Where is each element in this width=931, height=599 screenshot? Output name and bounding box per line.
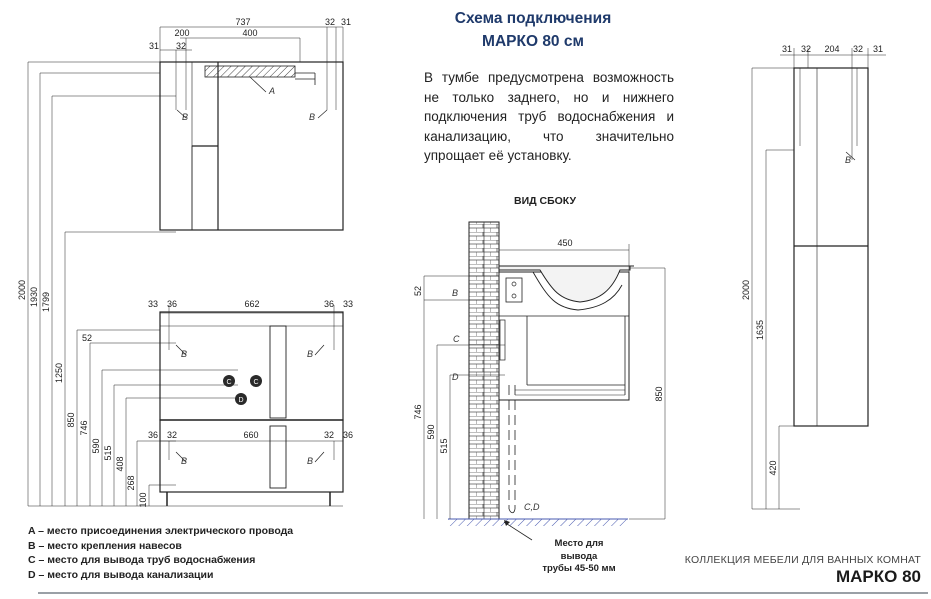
side-label-d: D [452,372,459,382]
dim-mid-36-right: 36 [324,299,334,309]
mounting-bracket [505,277,523,303]
dim-side-746: 746 [413,404,423,419]
dim-mid-36-left: 36 [167,299,177,309]
tall-dim-2000: 2000 [741,280,751,300]
tall-label-b: B [845,155,851,165]
pipe-note-line2: вывода [560,550,598,562]
dim-h-2000: 2000 [17,280,27,300]
dim-h-1250: 1250 [54,363,64,383]
dim-top-31-left: 31 [149,41,159,51]
side-label-b: B [452,288,458,298]
front-connection-points: C C D [223,375,262,405]
dim-h-408: 408 [115,456,125,471]
legend-item-a: A – место присоединения электрического п… [28,525,294,537]
dim-h-515: 515 [103,445,113,460]
tall-dim-31-left: 31 [782,44,792,54]
tall-cabinet-body [793,67,869,427]
water-outlet-c-left [223,375,235,387]
side-view [423,221,666,541]
dim-low-36-left: 36 [148,430,158,440]
dim-h-850: 850 [66,412,76,427]
label-b-mid-right: B [307,349,313,359]
dim-52: 52 [82,333,92,343]
dim-h-746: 746 [79,420,89,435]
dim-side-52: 52 [413,286,423,296]
dim-top-32-left: 32 [176,41,186,51]
legend-item-d: D – место для вывода канализации [28,568,214,581]
label-c-right: C [253,379,258,386]
dim-660: 660 [243,430,258,440]
side-dimensions: 450 52 746 590 515 850 B C D C,D [413,238,664,512]
label-a: A [268,86,275,96]
label-b-low-right: B [307,456,313,466]
dim-top-32-right: 32 [325,17,335,27]
side-label-c: C [453,334,460,344]
legend-item-c: C – место для вывода труб водоснабжения [28,554,256,566]
label-b-low-left: B [181,456,187,466]
legend: A – место присоединения электрического п… [28,524,293,582]
tall-dim-32-left: 32 [801,44,811,54]
tall-dim-32-right: 32 [853,44,863,54]
tall-dim-1635: 1635 [755,320,765,340]
diagram-title-line2: МАРКО 80 см [482,33,584,50]
label-b-mid-left: B [181,349,187,359]
dim-h-1930: 1930 [29,287,39,307]
dim-662: 662 [244,299,259,309]
tall-dimensions: 31 32 204 32 31 2000 1635 420 B [741,44,883,476]
electrical-connection-block [204,65,296,78]
diagram-title-line1: Схема подключения [455,10,612,27]
dim-h-1799: 1799 [41,292,51,312]
front-dimensions: 737 32 31 200 400 31 32 33 36 662 36 33 … [17,17,353,508]
model-name: МАРКО 80 [835,567,921,586]
basin-profile [498,265,631,303]
dim-side-590: 590 [426,424,436,439]
description-text: В тумбе предусмотрена возможность не тол… [424,70,674,163]
footer-divider [38,592,928,594]
front-view [27,26,344,507]
pipe-note-line3: трубы 45-50 мм [542,563,616,574]
dim-mid-33-left: 33 [148,299,158,309]
label-d: D [238,397,243,404]
tall-dim-31-right: 31 [873,44,883,54]
tall-cabinet-view [751,48,886,510]
side-label-cd: C,D [524,502,540,512]
label-b-upper-right: B [309,112,315,122]
base-cabinet-upper-drawer [159,311,344,421]
dim-low-32-left: 32 [167,430,177,440]
pipe-note-line1: Место для [554,538,604,549]
dim-low-32-right: 32 [324,430,334,440]
dim-400: 400 [242,28,257,38]
pipe-outlet-note: Место для вывода трубы 45-50 мм [524,538,634,576]
dim-h-100: 100 [138,492,148,507]
dim-200: 200 [174,28,189,38]
dim-depth-450: 450 [557,238,572,248]
water-outlet-c-right [250,375,262,387]
label-b-upper-left: B [182,112,188,122]
collection-caption: КОЛЛЕКЦИЯ МЕБЕЛИ ДЛЯ ВАННЫХ КОМНАТ [684,554,921,566]
floor [448,519,628,526]
dim-737: 737 [235,17,250,27]
upper-cabinet [159,61,344,231]
drain-outlet-d [235,393,247,405]
dim-low-36-right: 36 [343,430,353,440]
tall-dim-204: 204 [824,44,839,54]
legend-item-b: B – место крепления навесов [28,539,182,552]
side-view-title: ВИД СБОКУ [514,195,576,207]
dim-side-515: 515 [439,438,449,453]
dim-h-590: 590 [91,438,101,453]
tall-dim-420: 420 [768,460,778,475]
dim-h-268: 268 [126,475,136,490]
label-c-left: C [226,379,231,386]
dim-mid-33-right: 33 [343,299,353,309]
dim-side-850: 850 [654,386,664,401]
dim-top-31-right: 31 [341,17,351,27]
